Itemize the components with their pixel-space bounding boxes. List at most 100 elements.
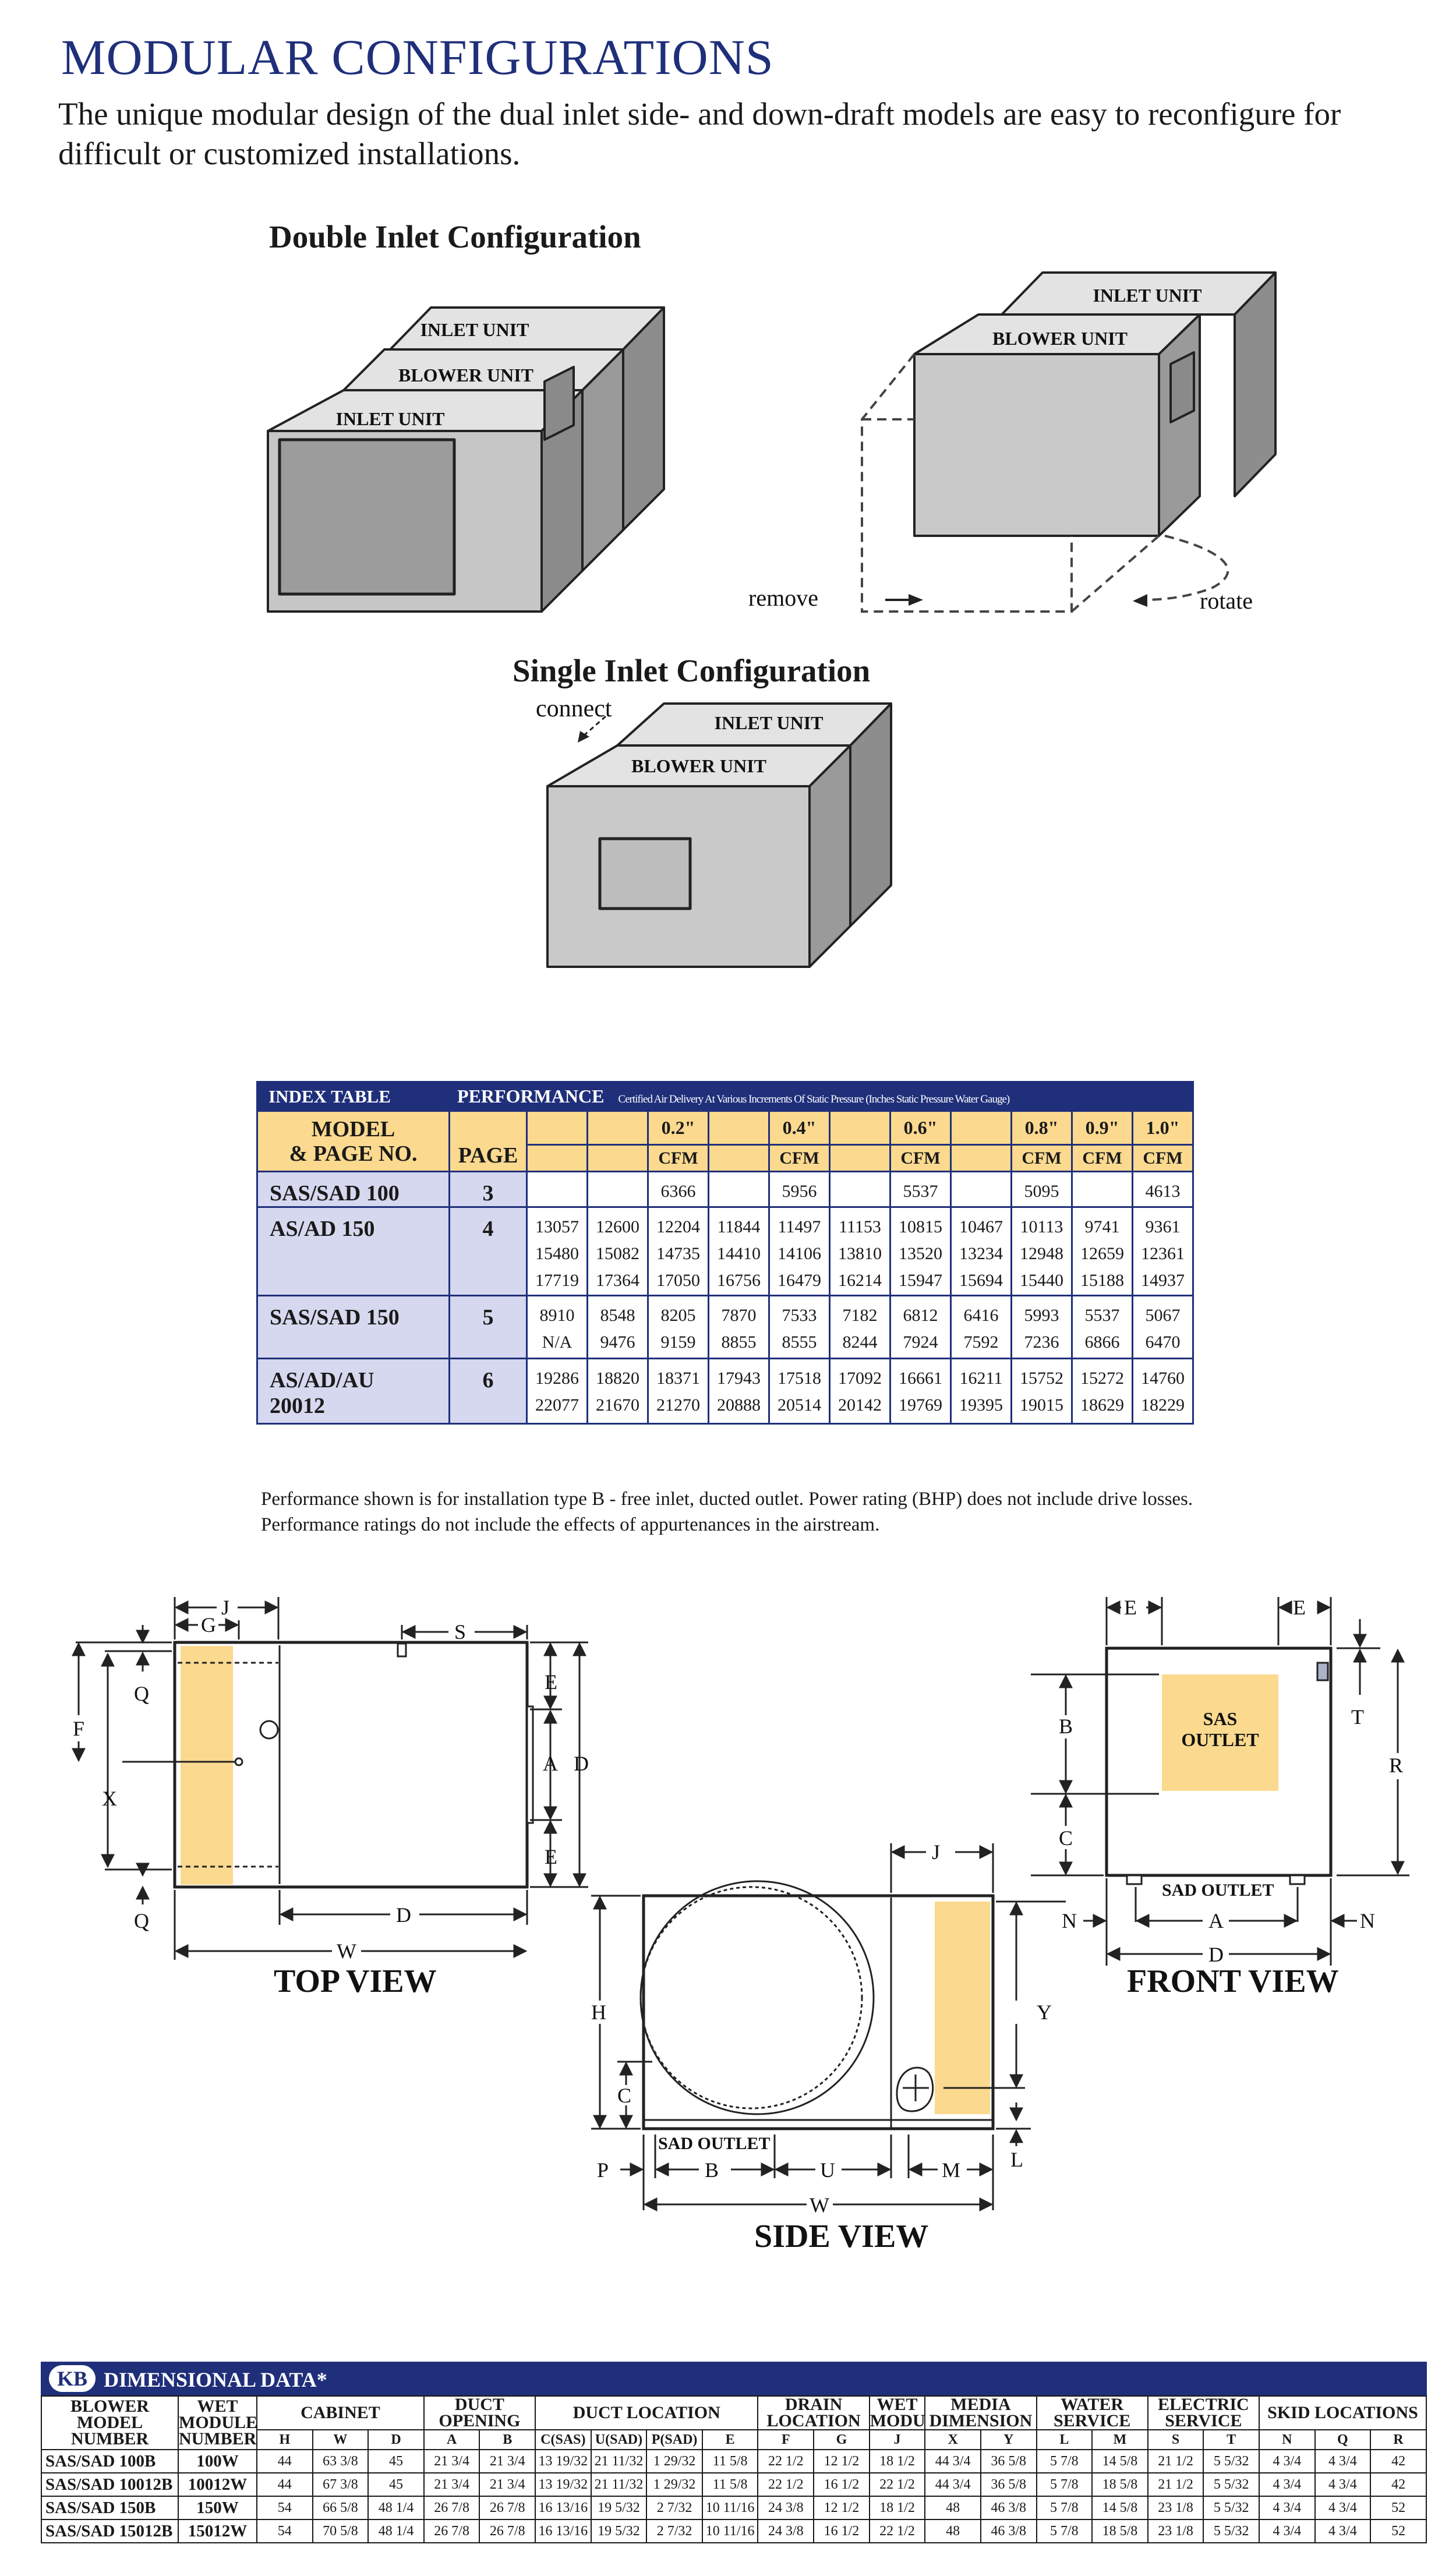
dim-value-cell: 42 [1370, 2449, 1427, 2473]
dim-value-cell: 44 3/4 [924, 2449, 981, 2473]
dim-value-cell: 36 5/8 [980, 2449, 1037, 2473]
model-header: MODEL & PAGE NO. [256, 1110, 450, 1172]
pressure-header: 0.6" [889, 1110, 952, 1146]
label-inlet-unit-right: INLET UNIT [1093, 285, 1201, 306]
dim-value-cell: 42 [1370, 2472, 1427, 2497]
cfm-cell: 13057 15480 17719 [526, 1206, 588, 1296]
dim-value-cell: 48 1/4 [367, 2496, 425, 2520]
dim-value-cell: 1 29/32 [646, 2472, 703, 2497]
dim-u: U [820, 2158, 835, 2182]
dim-w-top: W [337, 1939, 356, 1963]
dim-value-cell: 22 1/2 [868, 2519, 926, 2543]
dim-p: P [597, 2158, 609, 2182]
dim-j-top: J [221, 1596, 229, 1619]
dim-value-cell: 21 3/4 [423, 2472, 480, 2497]
dim-value-cell: 10012W [178, 2472, 257, 2497]
dim-model-cell: SAS/SAD 150B [41, 2496, 179, 2520]
dim-value-cell: 18 5/8 [1091, 2519, 1148, 2543]
units-header: CFM [1071, 1144, 1133, 1172]
dim-value-cell: 24 3/8 [757, 2496, 815, 2520]
intro-text: The unique modular design of the dual in… [58, 96, 1341, 171]
page-title: MODULAR CONFIGURATIONS [61, 29, 774, 85]
dim-value-cell: 21 11/32 [590, 2449, 648, 2473]
performance-label: PERFORMANCE [457, 1086, 605, 1107]
dim-n-left: N [1062, 1909, 1077, 1932]
pressure-header [586, 1110, 649, 1146]
dim-sub-header: F [757, 2429, 815, 2450]
cfm-cell: 10467 13234 15694 [950, 1206, 1012, 1296]
cfm-cell: 16211 19395 [950, 1358, 1012, 1425]
dim-value-cell: 48 [924, 2496, 981, 2520]
sas-outlet-line2: OUTLET [1181, 1729, 1259, 1750]
pressure-header: 1.0" [1132, 1110, 1194, 1146]
dim-value-cell: 19 5/32 [590, 2519, 648, 2543]
dim-sub-header: J [868, 2429, 926, 2450]
cfm-cell: 8205 9159 [647, 1295, 709, 1359]
dim-value-cell: 26 7/8 [479, 2496, 536, 2520]
connect-label: connect [536, 695, 612, 722]
page-cell: 4 [448, 1206, 528, 1296]
cfm-cell: 17518 20514 [768, 1358, 831, 1425]
units-header [526, 1144, 588, 1172]
dim-sub-header: D [367, 2429, 425, 2450]
dim-m: M [942, 2158, 960, 2182]
dim-sub-header: L [1036, 2429, 1093, 2450]
dim-value-cell: 5 7/8 [1036, 2519, 1093, 2543]
dim-c-side: C [617, 2084, 631, 2107]
dim-value-cell: 100W [178, 2449, 257, 2473]
dim-j-side: J [932, 1840, 940, 1864]
cfm-cell [950, 1171, 1012, 1208]
cfm-cell: 6366 [647, 1171, 709, 1208]
dim-g: G [201, 1613, 216, 1637]
dim-sub-header: Q [1314, 2429, 1372, 2450]
units-header [708, 1144, 770, 1172]
dim-value-cell: 48 [924, 2519, 981, 2543]
dim-value-cell: 4 3/4 [1258, 2472, 1316, 2497]
dim-value-cell: 45 [367, 2472, 425, 2497]
dim-value-cell: 54 [256, 2496, 313, 2520]
cfm-cell [708, 1171, 770, 1208]
rotate-label: rotate [1200, 588, 1253, 614]
cfm-cell [526, 1171, 588, 1208]
units-header: CFM [1010, 1144, 1073, 1172]
dim-value-cell: 44 [256, 2449, 313, 2473]
cfm-cell: 6812 7924 [889, 1295, 952, 1359]
dim-value-cell: 5 7/8 [1036, 2472, 1093, 2497]
dim-model-cell: SAS/SAD 15012B [41, 2519, 179, 2543]
dim-a: A [543, 1752, 558, 1775]
cfm-cell: 5095 [1010, 1171, 1073, 1208]
pressure-header: 0.8" [1010, 1110, 1073, 1146]
dim-value-cell: 63 3/8 [312, 2449, 369, 2473]
dim-value-cell: 54 [256, 2519, 313, 2543]
cfm-cell: 12600 15082 17364 [586, 1206, 649, 1296]
dim-value-cell: 46 3/8 [980, 2519, 1037, 2543]
dim-e-top: E [545, 1670, 557, 1694]
cfm-cell: 7182 8244 [829, 1295, 891, 1359]
dim-value-cell: 16 1/2 [813, 2472, 870, 2497]
dim-sub-header: P(SAD) [646, 2429, 703, 2450]
page-cell: 6 [448, 1358, 528, 1425]
top-view-label: TOP VIEW [274, 1963, 437, 1999]
dim-value-cell: 11 5/8 [701, 2449, 759, 2473]
cfm-cell: 11153 13810 16214 [829, 1206, 891, 1296]
cfm-cell: 5537 6866 [1071, 1295, 1133, 1359]
cfm-cell: 15272 18629 [1071, 1358, 1133, 1425]
cfm-cell: 10815 13520 15947 [889, 1206, 952, 1296]
dim-group-header: SKID LOCATIONS [1258, 2395, 1427, 2430]
dim-value-cell: 21 3/4 [479, 2472, 536, 2497]
cfm-cell: 17943 20888 [708, 1358, 770, 1425]
pressure-header: 0.9" [1071, 1110, 1133, 1146]
cfm-cell: 9361 12361 14937 [1132, 1206, 1194, 1296]
units-header: CFM [889, 1144, 952, 1172]
dim-e-bottom: E [545, 1845, 557, 1868]
dim-sub-header: W [312, 2429, 369, 2450]
dim-d-bottom: D [396, 1903, 411, 1927]
dim-sub-header: G [813, 2429, 870, 2450]
page-cell: 5 [448, 1295, 528, 1359]
technical-drawings: J G S F Q X Q E A D E D W TOP VIEW E E T… [72, 1596, 1409, 2254]
